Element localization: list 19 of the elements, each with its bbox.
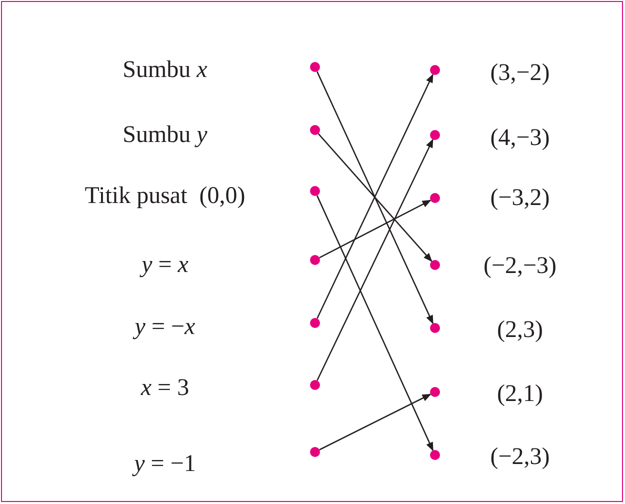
- arrow: [319, 394, 432, 450]
- label-text: (2,1): [497, 380, 543, 409]
- arrow: [316, 138, 434, 381]
- arrow: [318, 133, 432, 262]
- label-text: (4,−3): [490, 124, 550, 153]
- label-text: (2,3): [497, 316, 543, 345]
- label-text: (−2,−3): [483, 252, 557, 281]
- label-text: (3,−2): [490, 59, 550, 88]
- label-text: Titik pusat (0,0): [84, 182, 246, 211]
- label-text: Sumbu y: [122, 121, 208, 150]
- label-text: Sumbu x: [122, 56, 208, 85]
- label-text: x = 3: [140, 374, 190, 403]
- label-text: y = −1: [134, 450, 196, 479]
- arrow: [319, 200, 432, 258]
- label-text: y = x: [142, 251, 188, 280]
- arrow: [316, 195, 434, 452]
- label-text: (−3,2): [490, 184, 550, 213]
- label-text: y = −x: [134, 313, 196, 342]
- label-text: (−2,3): [490, 443, 550, 472]
